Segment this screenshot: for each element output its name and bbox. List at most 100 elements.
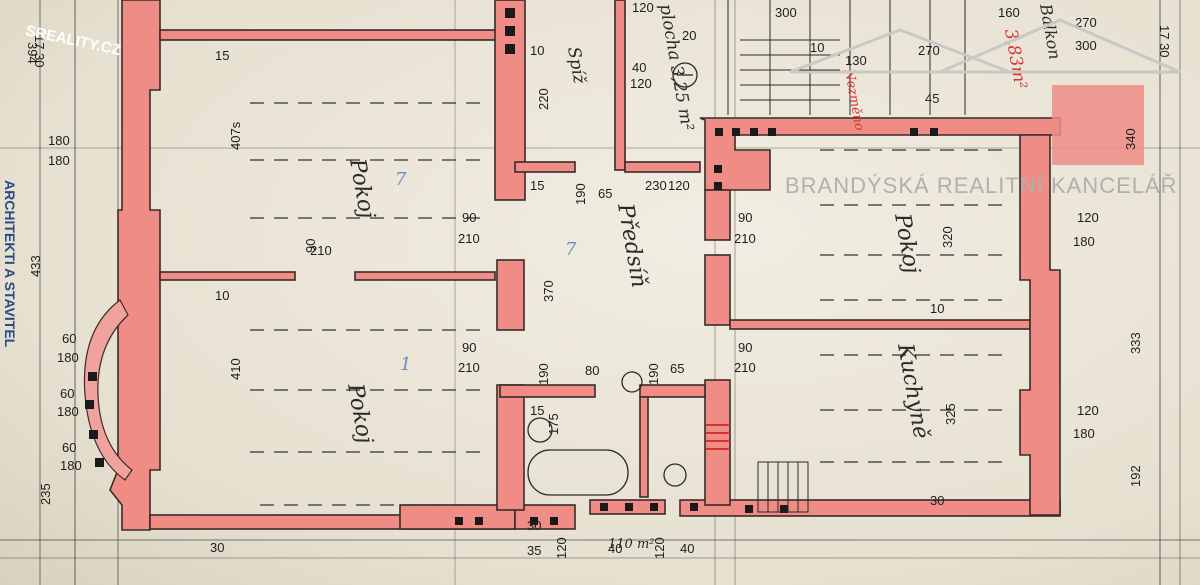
note-area: 3,83m² [1000, 27, 1030, 91]
dim-kit-210: 210 [734, 360, 756, 375]
dim-bath-80: 80 [585, 363, 599, 378]
dim-room1-90: 90 [462, 210, 476, 225]
dim-kit-30: 30 [930, 493, 944, 508]
note-one: 1 [400, 354, 411, 375]
note-seven-b: 7 [565, 239, 577, 260]
dim-bot-120b: 120 [652, 537, 667, 559]
dim-right-120a: 120 [1077, 210, 1099, 225]
staircase [706, 0, 966, 513]
dim-bath-190: 190 [536, 363, 551, 385]
dim-bottom-30: 30 [210, 540, 224, 555]
note-balkon: Balkon [1036, 1, 1065, 60]
dim-spiz-220: 220 [536, 88, 551, 110]
dim-top-1730: 17 30 [32, 35, 47, 68]
dim-bot-30: 30 [527, 518, 541, 533]
note-area-predsin: plocha 3,25 m² [655, 2, 697, 132]
agency-logo-roof-icon-2 [939, 18, 1181, 74]
dim-180b: 180 [48, 153, 70, 168]
dim-stair-270: 270 [918, 43, 940, 58]
architects-stamp: ARCHITEKTI A STAVITEL [2, 180, 18, 348]
agency-watermark: BRANDÝSKÁ REALITNÍ KANCELÁŘ [785, 173, 1178, 198]
room-labels: Pokoj Pokoj Pokoj Kuchyně Předsíň Spíž [342, 45, 934, 445]
dim-right-180b: 180 [1073, 426, 1095, 441]
dim-right-192: 192 [1128, 465, 1143, 487]
dim-hall-15: 15 [530, 178, 544, 193]
dim-kit-325: 325 [943, 403, 958, 425]
dim-bot-40b: 40 [680, 541, 694, 556]
dim-407: 407s [228, 121, 243, 150]
dim-spiz-10: 10 [530, 43, 544, 58]
dim-right-120b: 120 [1077, 403, 1099, 418]
dim-right-340: 340 [1123, 128, 1138, 150]
note-seven-a: 7 [395, 169, 407, 190]
dim-stair-45: 45 [925, 91, 939, 106]
agency-logo-roof-icon [789, 28, 1011, 74]
dim-bath-175: 175 [546, 413, 561, 435]
washbasin-icon [527, 417, 553, 443]
dim-hall-120: 120 [668, 178, 690, 193]
dim-rroom-320: 320 [940, 226, 955, 248]
dim-394: 394 [25, 42, 40, 64]
dim-bot-40: 40 [608, 541, 622, 556]
dim-hall-190: 190 [573, 183, 588, 205]
dim-hall-65: 65 [598, 186, 612, 201]
dim-410: 410 [228, 358, 243, 380]
dim-room1-210: 210 [458, 231, 480, 246]
dim-room2-210: 210 [458, 360, 480, 375]
dim-60a: 60 [62, 331, 76, 346]
room-label-pokoj-right: Pokoj [889, 211, 924, 276]
dim-spiz-40: 40 [632, 60, 646, 75]
dim-stair-300: 300 [775, 5, 797, 20]
dim-180d: 180 [57, 404, 79, 419]
sanitary-fixtures [527, 62, 698, 496]
dim-mid-90: 90 [303, 239, 318, 253]
dim-180e: 180 [60, 458, 82, 473]
wall-markers [85, 8, 938, 525]
dim-235: 235 [38, 483, 53, 505]
dim-room1-15: 15 [215, 48, 229, 63]
dim-bath-15: 15 [530, 403, 544, 418]
dim-rroom-10: 10 [930, 301, 944, 316]
dim-stair-10: 10 [810, 40, 824, 55]
bathtub-icon [527, 449, 629, 496]
dim-rroom-210: 210 [734, 231, 756, 246]
toilet-icon [663, 463, 687, 487]
dim-kit-90: 90 [738, 340, 752, 355]
dim-433: 433 [28, 255, 43, 277]
dim-right-333: 333 [1128, 332, 1143, 354]
room-hatch-lines [250, 102, 1010, 506]
dim-right-270: 270 [1075, 15, 1097, 30]
dim-bot-35: 35 [527, 543, 541, 558]
dim-hall-370: 370 [541, 280, 556, 302]
dim-60c: 60 [62, 440, 76, 455]
dim-spiz-120b: 120 [632, 0, 654, 15]
dim-spiz-120: 120 [630, 76, 652, 91]
dim-stair-130: 130 [845, 53, 867, 68]
dim-room2-90: 90 [462, 340, 476, 355]
dim-mid-210: 210 [310, 243, 332, 258]
dim-180a: 180 [48, 133, 70, 148]
dim-bath-65: 65 [670, 361, 684, 376]
dim-right-180a: 180 [1073, 234, 1095, 249]
chimney-icon [672, 62, 698, 88]
room-label-spiz: Spíž [563, 45, 589, 86]
dim-hall-230: 230 [645, 178, 667, 193]
dim-180c: 180 [57, 350, 79, 365]
dim-bot-120: 120 [554, 537, 569, 559]
dim-spiz-20: 20 [682, 28, 696, 43]
watermarks: BRANDÝSKÁ REALITNÍ KANCELÁŘ SREALITY.CZ … [2, 18, 1181, 348]
room-label-kuchyne: Kuchyně [892, 341, 934, 441]
dim-stair-160: 160 [998, 5, 1020, 20]
dim-mid-10: 10 [215, 288, 229, 303]
room-label-predsin: Předsíň [612, 201, 652, 290]
dim-60b: 60 [60, 386, 74, 401]
dimensions: 17 30 394 180 180 433 60 180 60 180 60 1… [25, 0, 1172, 559]
walls [83, 0, 1144, 531]
dim-right-300: 300 [1075, 38, 1097, 53]
note-area-bottom: 110 m² [608, 537, 654, 552]
dim-bath-190b: 190 [646, 363, 661, 385]
room-label-pokoj-top: Pokoj [344, 156, 379, 221]
dim-right-1730: 17 30 [1157, 25, 1172, 58]
